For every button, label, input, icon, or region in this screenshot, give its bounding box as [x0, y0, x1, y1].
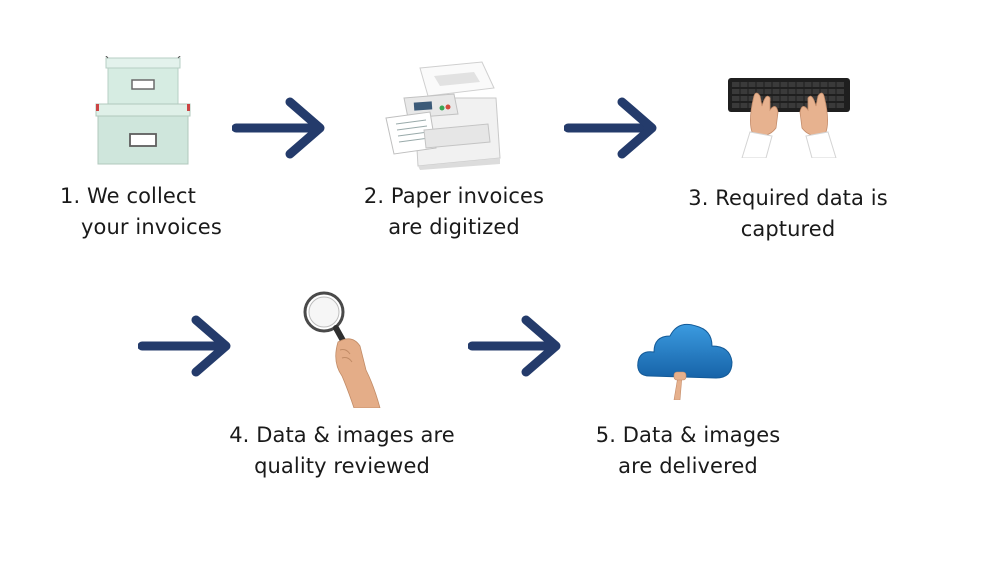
step-5-line-1: 5. Data & images: [595, 423, 781, 447]
step-2-line-1: 2. Paper invoices: [363, 184, 545, 208]
storage-boxes-icon: [95, 56, 191, 165]
step-3-line-2: captured: [740, 217, 836, 241]
arrow-right-icon: [138, 315, 231, 377]
arrow-right-icon: [232, 97, 325, 159]
keyboard-typing-icon: [728, 78, 850, 158]
step-5-label: 5. Data & images are delivered: [588, 420, 788, 482]
step-3-line-1: 3. Required data is: [688, 186, 888, 210]
step-1-line-2: your invoices: [81, 215, 222, 239]
step-1-line-1: 1. We collect: [60, 184, 196, 208]
step-5-line-2: are delivered: [618, 454, 758, 478]
step-4-line-1: 4. Data & images are: [229, 423, 455, 447]
magnifying-glass-icon: [303, 291, 381, 408]
arrow-right-icon: [468, 315, 561, 377]
arrow-right-icon: [564, 97, 657, 159]
step-4-line-2: quality reviewed: [254, 454, 430, 478]
step-1-label: 1. We collect your invoices: [52, 181, 232, 243]
step-4-label: 4. Data & images are quality reviewed: [226, 420, 458, 482]
step-2-line-2: are digitized: [388, 215, 520, 239]
step-3-label: 3. Required data is captured: [678, 183, 898, 245]
cloud-icon: [637, 323, 733, 400]
printer-scanner-icon: [385, 61, 501, 170]
step-2-label: 2. Paper invoices are digitized: [354, 181, 554, 243]
